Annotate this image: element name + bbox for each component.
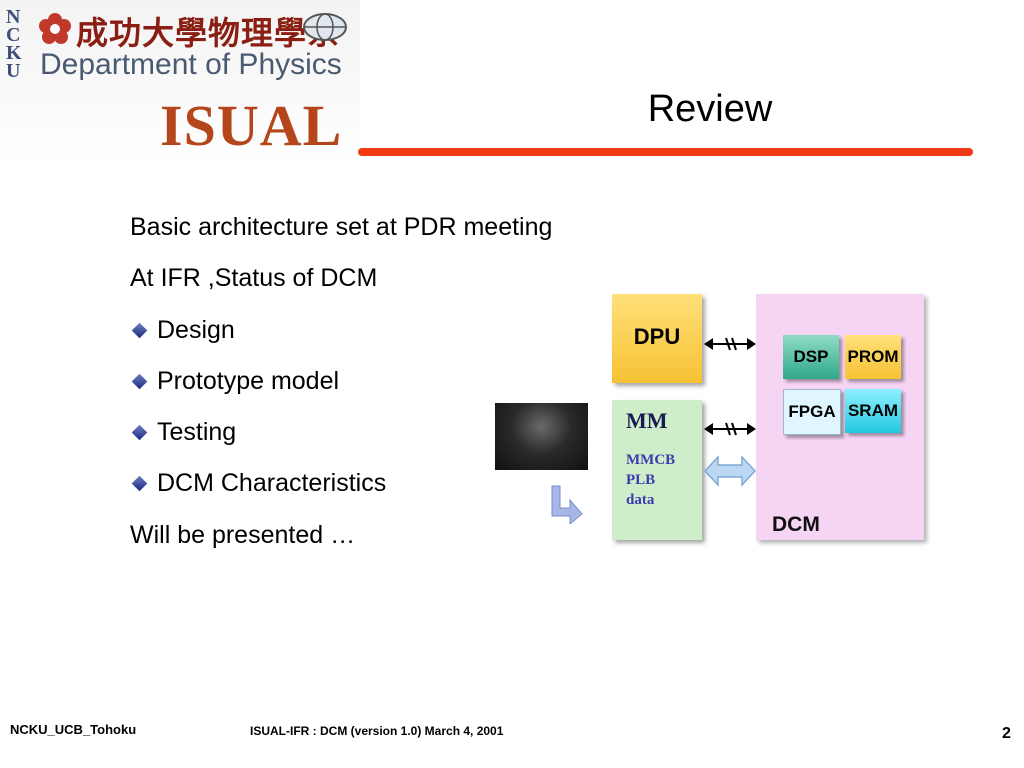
- page-number: 2: [1002, 725, 1011, 742]
- mm-item: PLB: [626, 472, 656, 488]
- bullet-text: Prototype model: [157, 367, 340, 395]
- diamond-bullet-icon: [131, 373, 148, 390]
- isual-logo-text: ISUAL: [160, 93, 343, 158]
- dsp-chip: DSP: [783, 335, 839, 379]
- plum-blossom-icon: [39, 13, 71, 44]
- ncku-letter: C: [6, 24, 21, 46]
- fpga-chip: FPGA: [783, 389, 841, 435]
- mm-dcm-link-icon: [704, 422, 756, 436]
- closing-line: Will be presented …: [130, 521, 356, 549]
- mm-item: MMCB: [626, 452, 676, 468]
- footer-caption: ISUAL-IFR : DCM (version 1.0) March 4, 2…: [250, 724, 504, 738]
- diamond-bullet-icon: [131, 322, 148, 339]
- diamond-bullet-icon: [131, 475, 148, 492]
- mm-label: MM: [626, 408, 668, 433]
- dpu-label: DPU: [633, 324, 681, 349]
- bent-arrow-icon: [551, 485, 583, 524]
- department-name-english: Department of Physics: [40, 48, 342, 81]
- diamond-bullet-icon: [131, 424, 148, 441]
- bullet-text: DCM Characteristics: [157, 469, 387, 497]
- ncku-letter: K: [6, 42, 22, 64]
- test-image: [495, 403, 588, 470]
- dcm-label: DCM: [772, 513, 820, 536]
- dpu-dcm-link-icon: [704, 337, 756, 351]
- slide-title: Review: [647, 88, 773, 130]
- bullet-text: Design: [157, 316, 235, 344]
- status-line: At IFR ,Status of DCM: [130, 264, 378, 292]
- bullet-item: DCM Characteristics: [131, 469, 387, 498]
- mm-item: data: [626, 492, 655, 508]
- bullet-item: Design: [131, 316, 235, 345]
- ncku-letter: U: [6, 60, 21, 82]
- department-name-cjk: 成功大學物理學系: [76, 14, 341, 52]
- ncku-letter: N: [6, 6, 21, 28]
- bullet-text: Testing: [157, 418, 237, 446]
- globe-icon: [303, 13, 347, 41]
- prom-chip: PROM: [845, 335, 901, 379]
- intro-line: Basic architecture set at PDR meeting: [130, 213, 553, 241]
- ncku-letters: N C K U: [6, 6, 36, 82]
- mm-block: [612, 400, 702, 540]
- title-underline: [358, 148, 973, 156]
- footer-institutions: NCKU_UCB_Tohoku: [10, 722, 137, 737]
- dpu-block: DPU: [612, 294, 702, 383]
- double-arrow-icon: [704, 455, 756, 487]
- bullet-item: Testing: [131, 418, 237, 447]
- sram-chip: SRAM: [845, 389, 901, 433]
- bullet-item: Prototype model: [131, 367, 340, 396]
